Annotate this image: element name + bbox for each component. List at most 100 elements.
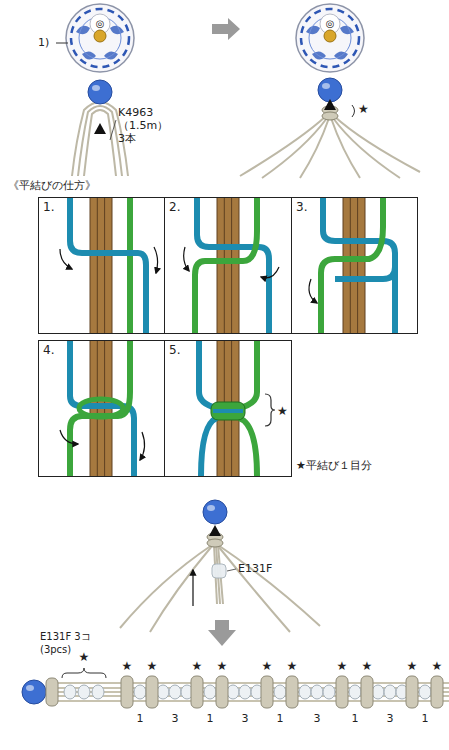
clear-beads [64, 685, 431, 699]
teal-cord [213, 409, 243, 413]
green-cord [70, 340, 130, 476]
clear-bead [134, 685, 146, 699]
clear-bead [299, 685, 311, 699]
green-cord [127, 197, 133, 333]
clear-bead [323, 685, 335, 699]
cord [150, 546, 212, 632]
teal-cord [201, 418, 217, 476]
step-panel: 1. [38, 197, 165, 334]
knot [406, 676, 418, 708]
knot [286, 676, 298, 708]
cord [218, 546, 290, 632]
bead-count: 3 [387, 712, 394, 725]
cord [334, 116, 420, 172]
knot [431, 676, 443, 708]
clear-bead [169, 685, 181, 699]
green-cord [195, 197, 257, 333]
star-mark: ★ [358, 103, 369, 116]
cord [46, 700, 449, 702]
step-arrow [212, 18, 240, 40]
hole-mark: ◎ [326, 17, 335, 30]
ceramic-bead [0, 658, 24, 726]
bead-count: 1 [207, 712, 214, 725]
step-arrow [208, 620, 236, 646]
step-illustration [60, 340, 145, 476]
center-mark [324, 99, 336, 110]
bead-count: 1 [137, 712, 144, 725]
motion-arrow [261, 267, 279, 278]
knots [46, 676, 443, 708]
glass-bead [318, 78, 342, 102]
step-illustration [199, 340, 275, 476]
glass-bead [88, 80, 112, 104]
knot [216, 676, 228, 708]
cord [331, 118, 360, 178]
step-number: 1. [43, 200, 54, 214]
clear-bead [64, 685, 76, 699]
clear-bead [78, 685, 90, 699]
knot [336, 676, 348, 708]
motion-arrow [184, 247, 189, 271]
teal-cord [199, 340, 217, 408]
knot [322, 112, 338, 120]
cord [84, 110, 116, 176]
motion-arrow [192, 570, 193, 606]
green-cord [321, 197, 383, 333]
star-mark: ★ [147, 660, 158, 673]
bead-count: 3 [242, 712, 249, 725]
step-number: 2. [169, 200, 180, 214]
core-cords [90, 197, 112, 333]
legend-note: ★平結び１目分 [296, 459, 372, 472]
star-mark: ★ [287, 660, 298, 673]
clear-bead [227, 685, 239, 699]
core-cords [343, 197, 365, 333]
step-number: 4. [43, 343, 54, 357]
star-mark: ★ [262, 660, 273, 673]
clear-bead [384, 685, 396, 699]
star-mark: ★ [362, 660, 373, 673]
step-illustration [184, 197, 279, 333]
bracket [62, 668, 106, 678]
step-illustration [309, 197, 395, 333]
bead-count: 1 [277, 712, 284, 725]
callout-number: 1) [38, 36, 49, 49]
bracket [265, 394, 275, 426]
bead-count: 1 [422, 712, 429, 725]
green-cord [239, 340, 257, 408]
part-number: E131F [238, 562, 272, 575]
center-mark [94, 123, 106, 134]
star-mark: ★ [79, 651, 90, 664]
star-mark: ★ [277, 404, 288, 418]
clear-bead [92, 685, 104, 699]
step-number: 3. [296, 200, 307, 214]
cord [218, 545, 320, 626]
clear-bead [372, 685, 384, 699]
cord-spec: K4963 （1.5m）3本 [118, 106, 184, 145]
clear-bead [274, 685, 286, 699]
cord [46, 682, 449, 684]
star-mark: ★ [432, 660, 443, 673]
cord [300, 118, 329, 178]
glass-bead [22, 680, 46, 704]
clear-bead [204, 685, 216, 699]
clear-bead [212, 564, 226, 578]
ceramic-bead [181, 478, 249, 489]
star-mark: ★ [407, 660, 418, 673]
hole-mark: ◎ [96, 17, 105, 30]
leader-line [110, 120, 116, 140]
step-panel: 2. [164, 197, 292, 334]
star-mark: ★ [217, 660, 228, 673]
clear-bead [349, 685, 361, 699]
knot [261, 676, 273, 708]
bracket [352, 105, 355, 117]
knot [46, 678, 58, 706]
step-number: 5. [169, 343, 180, 357]
clear-bead [419, 685, 431, 699]
bead-count: 3 [172, 712, 179, 725]
clear-bead [239, 685, 251, 699]
bead-count: 3 [314, 712, 321, 725]
leader-line [227, 569, 236, 571]
knot [361, 676, 373, 708]
step-illustration [60, 197, 158, 333]
knot [191, 676, 203, 708]
